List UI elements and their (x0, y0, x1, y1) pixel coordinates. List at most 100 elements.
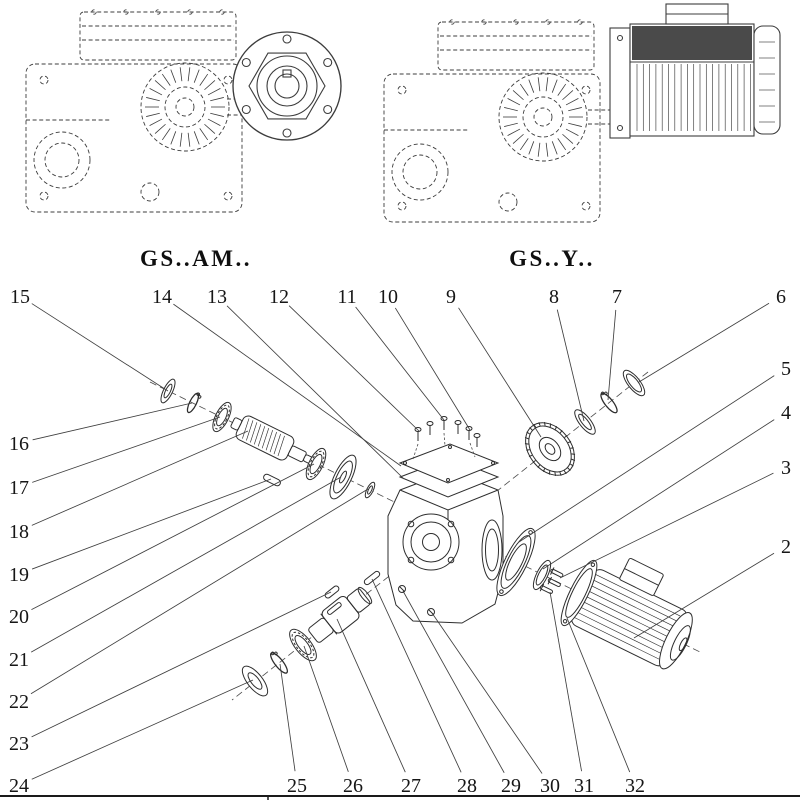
part-number-8: 8 (549, 286, 559, 308)
motor-fin (577, 611, 662, 655)
spline-tick (210, 112, 224, 117)
leader-line-31 (549, 591, 582, 772)
leader-line-15 (31, 303, 169, 392)
gear-tooth (542, 468, 546, 472)
part-8-ring (574, 409, 596, 435)
spline-ticks (503, 77, 583, 157)
spline-tick (507, 128, 521, 136)
part-number-7: 7 (612, 286, 622, 308)
part-number-18: 18 (9, 521, 29, 543)
part-23-pin (324, 585, 340, 599)
spline-tick (146, 112, 160, 117)
gear-tooth (526, 431, 531, 435)
part-21-shim-disc (329, 454, 357, 500)
gear-tooth (524, 443, 529, 445)
leader-line-30 (431, 612, 543, 774)
worm-thread (246, 420, 254, 441)
leader-line-3 (559, 472, 774, 579)
leader-line-28 (371, 578, 462, 773)
gear-tooth (563, 470, 567, 475)
spline-tick (528, 141, 535, 155)
spline-tick (161, 73, 171, 86)
part-7-circlip (600, 391, 618, 414)
motor-fin (574, 617, 660, 660)
worm-thread (273, 433, 281, 455)
gear-tooth (538, 422, 541, 427)
part-number-19: 19 (9, 564, 29, 586)
fan-cowl (753, 25, 781, 135)
output-bore (33, 131, 91, 189)
motor-fin (595, 574, 681, 617)
leader-line-9 (458, 307, 542, 438)
leader-line-21 (30, 476, 342, 653)
leader-line-10 (394, 307, 471, 431)
spline-tick (207, 118, 221, 126)
housing-outline (25, 63, 243, 213)
spline-tick (199, 128, 209, 141)
leader-line-13 (226, 305, 405, 480)
spline-tick (146, 97, 160, 102)
spline-tick (537, 77, 541, 92)
part-22-ring (364, 481, 376, 499)
gear-tooth (537, 464, 541, 469)
leader-line-11 (355, 306, 445, 421)
part-19-key (263, 473, 281, 487)
worm-thread (261, 428, 270, 449)
spline-tick (154, 123, 166, 134)
spline-tick (161, 128, 171, 141)
housing-flange-face (481, 519, 503, 581)
spline-tick (562, 90, 574, 101)
part-10-11-12-cover-screws (412, 416, 481, 460)
worm-thread (253, 424, 262, 445)
part-number-21: 21 (9, 649, 29, 671)
spline-tick (528, 79, 535, 93)
spline-tick (537, 142, 541, 157)
part-5-flange-cover (496, 527, 536, 597)
part-number-26: 26 (343, 775, 363, 797)
gear-tooth (533, 423, 537, 428)
part-9-gear (524, 422, 576, 476)
gear-teeth (524, 422, 576, 476)
leader-line-17 (32, 416, 221, 483)
part-number-6: 6 (776, 286, 786, 308)
motor-fin (590, 585, 676, 628)
input-bore (498, 72, 588, 162)
gear-tooth (528, 454, 533, 457)
spline-tick (504, 122, 518, 127)
part-number-11: 11 (337, 286, 356, 308)
motor-fin (579, 606, 665, 649)
spline-tick (179, 67, 183, 82)
fan-slits (759, 41, 775, 123)
part-24-washer (241, 665, 269, 697)
spline-tick (568, 122, 582, 127)
leader-line-7 (607, 309, 617, 401)
spline-tick (187, 67, 191, 82)
motor-fins (636, 64, 751, 131)
part-number-17: 17 (9, 477, 29, 499)
spline-tick (568, 107, 582, 112)
part-number-3: 3 (781, 457, 791, 479)
spline-tick (557, 138, 567, 151)
part-2-motor (560, 557, 693, 670)
part-number-15: 15 (10, 286, 30, 308)
part-number-20: 20 (9, 606, 29, 628)
part-number-23: 23 (9, 733, 29, 755)
spline-tick (204, 80, 216, 91)
leader-line-24 (31, 679, 254, 780)
gear-tooth (567, 467, 571, 471)
spline-tick (199, 73, 209, 86)
spline-tick (551, 141, 558, 155)
part-number-10: 10 (378, 286, 398, 308)
worm-thread (269, 431, 277, 453)
worm-thread (242, 418, 250, 439)
leader-line-4 (542, 419, 775, 570)
leader-line-18 (31, 430, 249, 526)
part-26-bearing (289, 628, 317, 662)
gear-tooth (571, 453, 576, 455)
part-number-31: 31 (574, 775, 594, 797)
spline-tick (557, 83, 567, 96)
part-number-16: 16 (9, 433, 29, 455)
exploded-view (149, 369, 701, 701)
part-number-28: 28 (457, 775, 477, 797)
part-16-circlip (186, 392, 202, 414)
